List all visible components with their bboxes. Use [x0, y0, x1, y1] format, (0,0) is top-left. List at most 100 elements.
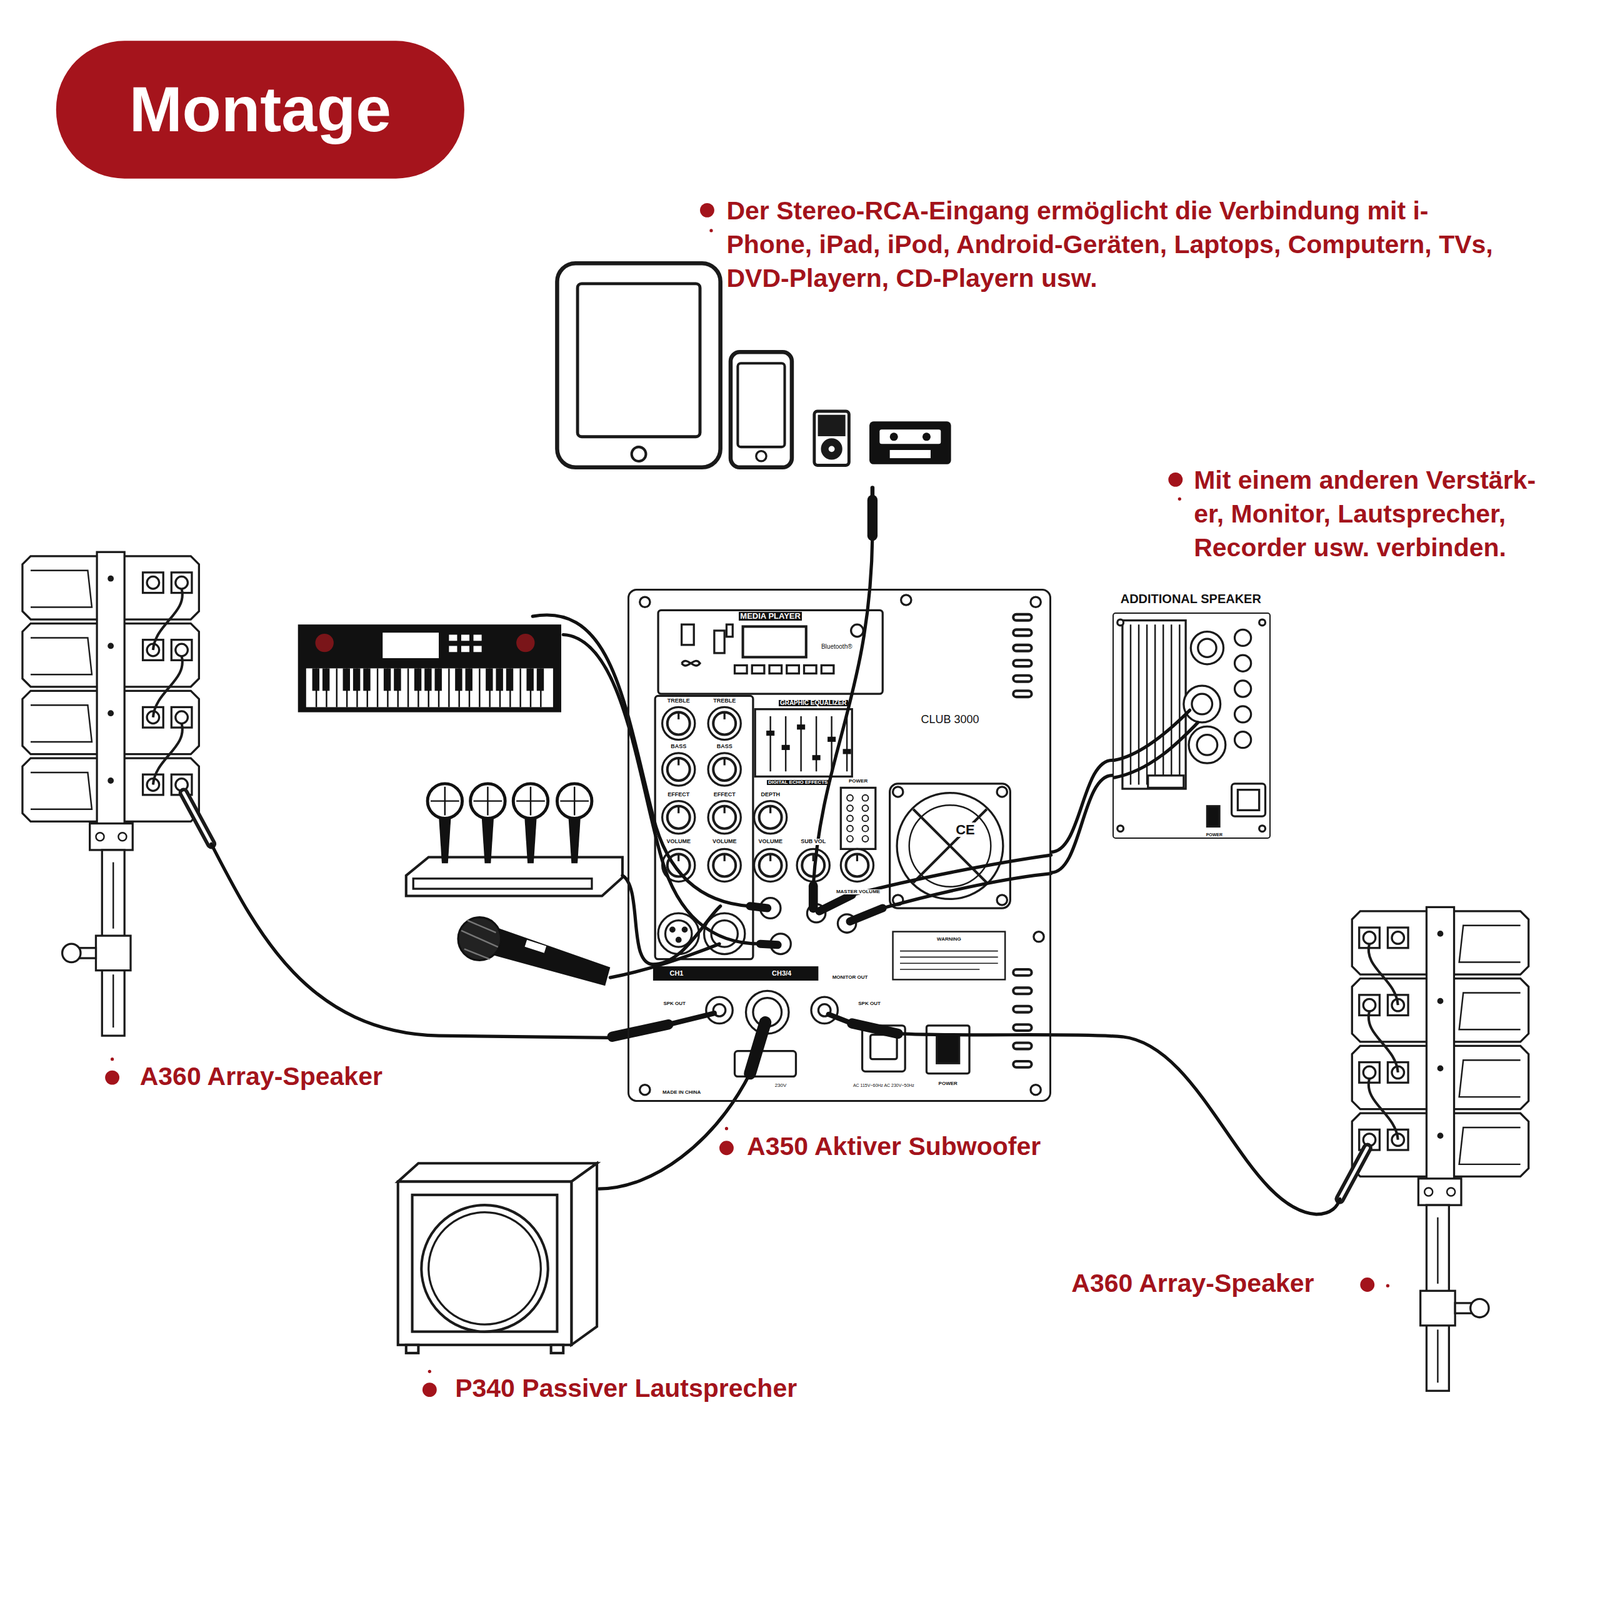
logo-text: Bluetooth® [820, 643, 854, 651]
audio-cable [1051, 760, 1113, 873]
mixer-panel-detail [726, 624, 733, 637]
voltage-label: 230V [773, 1083, 789, 1089]
mixer-panel-detail [846, 805, 854, 812]
cable [211, 535, 1340, 1215]
keyboard [448, 635, 457, 642]
cable [622, 875, 721, 965]
cable [1114, 710, 1190, 760]
mixer-panel-detail [1013, 614, 1032, 621]
mixer-panel-detail [909, 805, 992, 887]
ipod-icon [814, 411, 850, 466]
wireless-microphones [430, 786, 589, 816]
knob-label: SUB VOL [799, 838, 827, 845]
wireless-microphones [413, 878, 592, 889]
handheld-microphone [485, 926, 610, 986]
keyboard [382, 632, 439, 659]
knobs [708, 706, 741, 740]
callout-text: Mit einem anderen Verstärk- er, Monitor,… [1193, 463, 1554, 565]
amplifier-detail [1231, 783, 1266, 817]
callout-text: Der Stereo-RCA-Eingang ermöglicht die Ve… [726, 193, 1514, 295]
amplifier-detail [1237, 790, 1259, 811]
cassette-icon [869, 421, 952, 465]
keyboard [485, 668, 493, 691]
callout-bullet [1178, 497, 1182, 501]
keyboard [465, 668, 472, 691]
title-text: Montage [56, 40, 465, 179]
tablet-icon [556, 263, 720, 468]
amplifier-detail [1198, 638, 1217, 657]
mixer-panel-detail [996, 786, 1007, 797]
keyboard [448, 645, 457, 652]
mixer-panel-detail [681, 624, 695, 645]
mixer-panel-detail [655, 695, 754, 959]
keyboard [455, 668, 462, 691]
mixer-panel-detail [840, 787, 876, 849]
cassette-icon [869, 421, 952, 465]
amplifier-detail [1190, 631, 1224, 665]
ipod-icon [819, 416, 844, 435]
cable-plug [612, 487, 899, 1074]
handheld-microphone [525, 940, 547, 954]
warning-label: WARNING [935, 936, 963, 942]
wireless-microphones [481, 816, 495, 864]
mixer-panel-detail [821, 665, 834, 674]
mixer-panel-detail [846, 835, 854, 842]
keyboard [461, 645, 470, 652]
mixer-panel-detail [1013, 1043, 1032, 1050]
channel-label: CH3/4 [770, 970, 793, 978]
keyboard [315, 633, 334, 652]
mixer-panel-detail [781, 745, 790, 750]
knob-label: TREBLE [711, 698, 737, 704]
mixer-panel-detail [676, 937, 681, 942]
keyboard [393, 668, 401, 691]
knob-label: VOLUME [756, 838, 784, 845]
mixer-panel-detail [755, 709, 852, 777]
tablet-icon [631, 446, 647, 462]
mixer-panel-detail [901, 595, 912, 605]
mixer-panel-detail [743, 626, 807, 657]
knob-label: TREBLE [666, 698, 692, 704]
knobs [708, 753, 741, 786]
mixer-panel-detail [735, 665, 748, 674]
keyboard [312, 668, 320, 691]
handheld-microphone [458, 917, 610, 986]
mixer-panel-detail [640, 595, 1045, 1095]
keyboard [516, 633, 535, 652]
passive-speaker [412, 1195, 558, 1332]
knobs [708, 848, 741, 882]
ipod-icon [814, 411, 850, 466]
knobs [662, 801, 695, 834]
knobs [754, 801, 787, 834]
keyboard [414, 668, 422, 691]
keyboard [298, 624, 562, 712]
knob-label: VOLUME [711, 838, 739, 845]
keyboard [536, 668, 544, 691]
handheld-microphone [458, 917, 502, 961]
mixer-panel-detail [862, 815, 869, 822]
mixer-panel-detail [706, 996, 733, 1024]
amplifier-detail [1196, 735, 1218, 756]
phone-icon [730, 351, 792, 467]
wireless-microphones [406, 856, 623, 896]
mixer-panel-detail [766, 730, 775, 736]
mixer-panel-detail [893, 931, 1006, 980]
cable [211, 843, 610, 1038]
cable-plug [867, 500, 878, 536]
keyboard [316, 668, 541, 707]
mixer-panel-detail [827, 736, 836, 742]
mixer-panel-detail [796, 724, 805, 730]
cable-plug [668, 1013, 714, 1025]
cable-plug [819, 895, 852, 912]
passive-speaker [571, 1163, 597, 1345]
model-name: CLUB 3000 [919, 713, 980, 726]
amplifier-detail [1259, 825, 1266, 832]
mixer-panel-detail [996, 895, 1007, 905]
knob-label: EFFECT [712, 791, 737, 798]
amplifier-detail [1117, 619, 1266, 832]
knob-label: MASTER VOLUME [833, 889, 884, 895]
passive-speaker [551, 1345, 564, 1354]
keyboard [353, 668, 360, 691]
keyboard [473, 645, 482, 652]
wireless-microphones [438, 816, 581, 864]
